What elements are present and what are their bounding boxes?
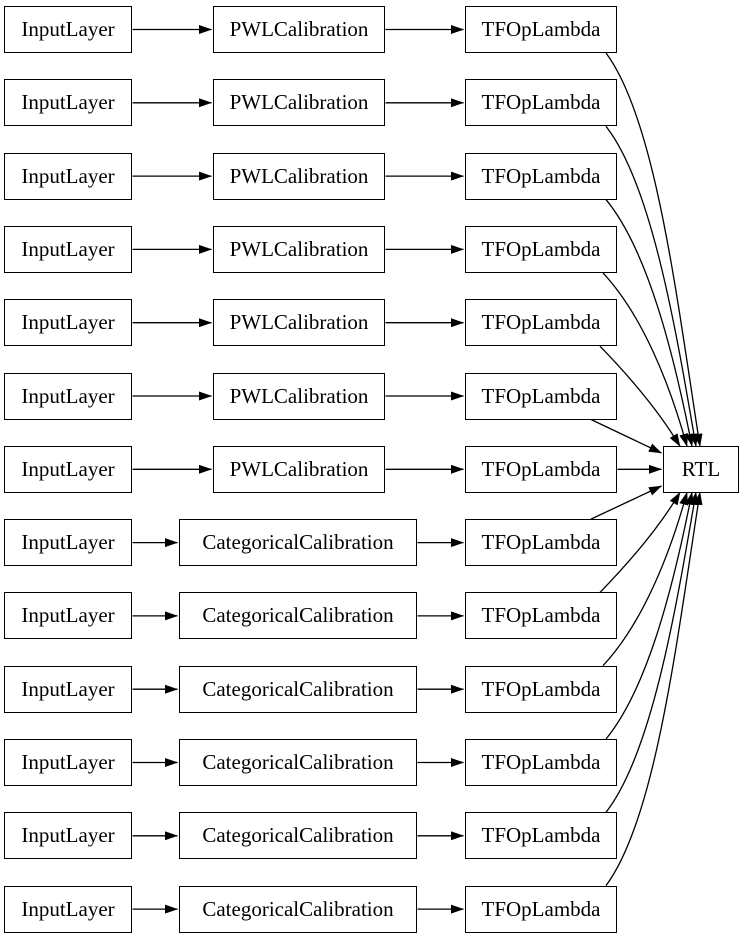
node-pwl-calibration: PWLCalibration xyxy=(213,445,385,493)
node-pwl-calibration: PWLCalibration xyxy=(213,79,385,127)
edge-lambda-rtl-7 xyxy=(590,485,662,520)
node-input-layer: InputLayer xyxy=(4,519,132,567)
node-input-layer: InputLayer xyxy=(4,299,132,347)
node-input-layer: InputLayer xyxy=(4,372,132,420)
edge-lambda-rtl-5 xyxy=(590,418,662,454)
node-input-layer: InputLayer xyxy=(4,812,132,860)
node-pwl-calibration: PWLCalibration xyxy=(213,372,385,420)
node-categorical-calibration: CategoricalCalibration xyxy=(179,665,417,713)
edge-lambda-rtl-12 xyxy=(605,491,703,886)
edge-lambda-rtl-2 xyxy=(605,199,694,447)
edge-lambda-rtl-8 xyxy=(599,491,681,593)
node-pwl-calibration: PWLCalibration xyxy=(213,299,385,347)
node-tfop-lambda: TFOpLambda xyxy=(465,592,617,640)
node-categorical-calibration: CategoricalCalibration xyxy=(179,739,417,786)
node-categorical-calibration: CategoricalCalibration xyxy=(179,519,417,567)
node-input-layer: InputLayer xyxy=(4,739,132,786)
edge-lambda-rtl-9 xyxy=(602,491,689,667)
node-input-layer: InputLayer xyxy=(4,225,132,273)
node-tfop-lambda: TFOpLambda xyxy=(465,225,617,273)
node-input-layer: InputLayer xyxy=(4,6,132,53)
node-categorical-calibration: CategoricalCalibration xyxy=(179,885,417,933)
node-tfop-lambda: TFOpLambda xyxy=(465,812,617,860)
node-tfop-lambda: TFOpLambda xyxy=(465,372,617,420)
node-input-layer: InputLayer xyxy=(4,592,132,640)
node-tfop-lambda: TFOpLambda xyxy=(465,739,617,786)
node-pwl-calibration: PWLCalibration xyxy=(213,152,385,200)
node-tfop-lambda: TFOpLambda xyxy=(465,299,617,347)
edge-lambda-rtl-10 xyxy=(605,491,695,740)
node-tfop-lambda: TFOpLambda xyxy=(465,445,617,493)
edge-lambda-rtl-4 xyxy=(599,345,681,447)
node-input-layer: InputLayer xyxy=(4,665,132,713)
edge-lambda-rtl-0 xyxy=(605,52,703,447)
edge-lambda-rtl-3 xyxy=(602,272,688,447)
node-input-layer: InputLayer xyxy=(4,445,132,493)
edge-lambda-rtl-11 xyxy=(605,491,699,813)
node-tfop-lambda: TFOpLambda xyxy=(465,885,617,933)
node-input-layer: InputLayer xyxy=(4,152,132,200)
node-pwl-calibration: PWLCalibration xyxy=(213,225,385,273)
node-categorical-calibration: CategoricalCalibration xyxy=(179,592,417,640)
node-input-layer: InputLayer xyxy=(4,79,132,127)
edge-lambda-rtl-1 xyxy=(605,125,699,447)
node-tfop-lambda: TFOpLambda xyxy=(465,79,617,127)
node-tfop-lambda: TFOpLambda xyxy=(465,6,617,53)
node-categorical-calibration: CategoricalCalibration xyxy=(179,812,417,860)
node-tfop-lambda: TFOpLambda xyxy=(465,152,617,200)
node-pwl-calibration: PWLCalibration xyxy=(213,6,385,53)
node-rtl: RTL xyxy=(663,445,739,493)
node-tfop-lambda: TFOpLambda xyxy=(465,519,617,567)
node-tfop-lambda: TFOpLambda xyxy=(465,665,617,713)
node-input-layer: InputLayer xyxy=(4,885,132,933)
